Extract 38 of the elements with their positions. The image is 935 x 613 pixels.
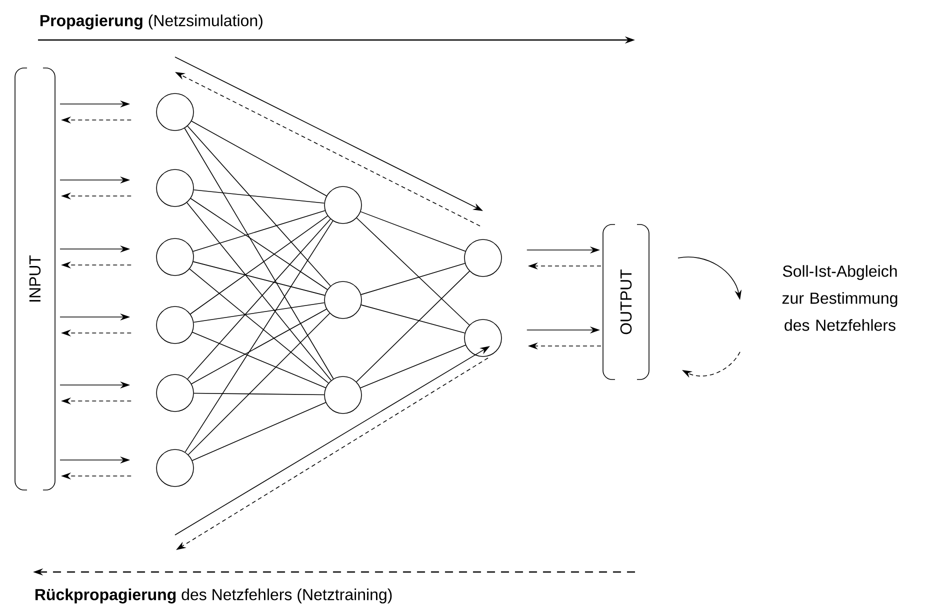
neuron-circle	[156, 93, 194, 131]
connection-line	[193, 190, 325, 204]
annotation-text: Soll-Ist-Abgleich zur Bestimmung des Netzfehlers	[782, 265, 898, 331]
neuron-circle	[464, 319, 502, 357]
connection-line	[184, 220, 334, 452]
neuron-circle	[324, 281, 362, 319]
connection-line	[356, 270, 470, 382]
connection-line	[189, 268, 329, 384]
neuron-circle	[156, 238, 194, 276]
connection-line	[190, 216, 328, 314]
direction-label: Propagierung (Netzsimulation)	[40, 14, 262, 30]
bracket-box: INPUT	[14, 68, 56, 490]
neuron-circle	[324, 186, 362, 224]
neuron-circle	[464, 239, 502, 277]
connection-line	[360, 211, 466, 252]
connection-line	[190, 198, 328, 290]
bracket-box: OUTPUT	[602, 224, 650, 380]
connection-line	[192, 210, 326, 252]
connection-line	[193, 302, 325, 323]
connection-line	[191, 120, 327, 196]
connection-line	[360, 344, 466, 388]
connection-line	[360, 304, 466, 334]
direction-label: Rückpropagierung des Netzfehlers (Netztraining)	[35, 588, 392, 604]
connection-line	[192, 332, 326, 388]
connection-line	[191, 308, 327, 384]
neuron-circle	[156, 169, 194, 207]
connection-line	[188, 312, 330, 456]
neuron-circle	[156, 374, 194, 412]
connection-line	[184, 128, 334, 380]
connection-line	[360, 263, 466, 295]
connection-line	[356, 218, 470, 326]
connection-line	[192, 402, 326, 461]
neuron-circle	[156, 449, 194, 487]
connection-line	[194, 392, 324, 396]
neuron-circle	[324, 376, 362, 414]
connection-line	[192, 261, 326, 296]
connection-line	[187, 126, 331, 286]
neuron-circle	[156, 306, 194, 344]
